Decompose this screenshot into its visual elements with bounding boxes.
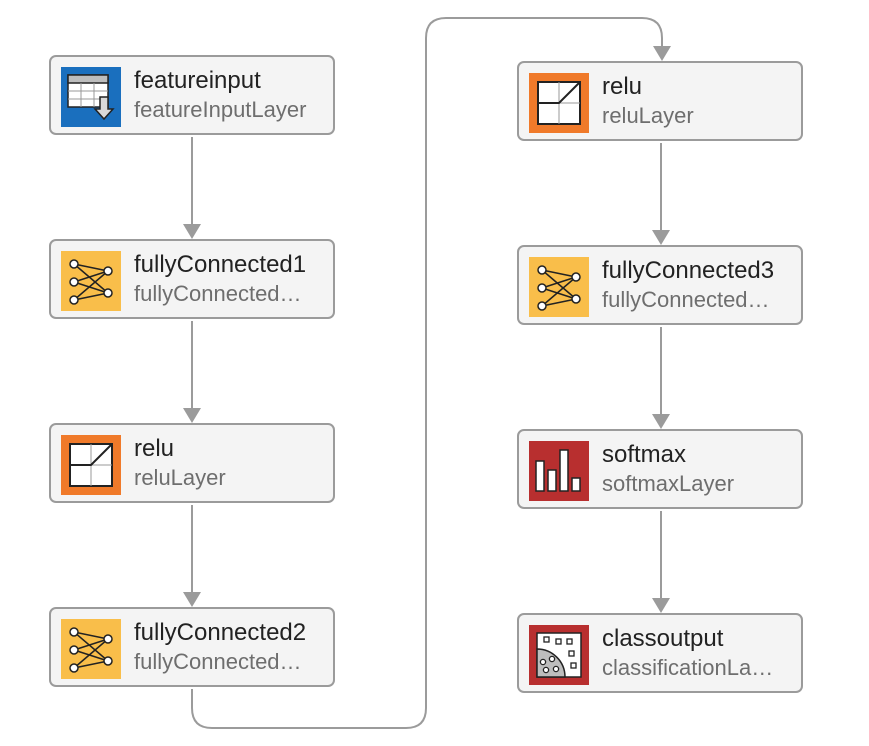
relu-icon	[529, 73, 589, 133]
layer-node-featureinput[interactable]: featureinput featureInputLayer	[49, 55, 335, 135]
layer-node-relu-1[interactable]: relu reluLayer	[49, 423, 335, 503]
layer-type: reluLayer	[134, 465, 226, 490]
layer-node-classoutput[interactable]: classoutput classificationLa…	[517, 613, 803, 693]
layer-type: reluLayer	[602, 103, 694, 128]
layer-name: relu	[134, 435, 175, 462]
layer-type: fullyConnected…	[134, 281, 302, 306]
layer-type: softmaxLayer	[602, 471, 735, 496]
arrowhead-4	[653, 46, 671, 61]
fully-connected-icon	[529, 257, 589, 317]
relu-icon	[61, 435, 121, 495]
classification-icon	[529, 625, 589, 685]
layer-node-relu-2[interactable]: relu reluLayer	[517, 61, 803, 141]
layer-name: featureinput	[134, 67, 261, 94]
layer-node-softmax[interactable]: softmax softmaxLayer	[517, 429, 803, 509]
layer-name: fullyConnected3	[602, 257, 775, 284]
layer-node-fullyconnected2[interactable]: fullyConnected2 fullyConnected…	[49, 607, 335, 687]
arrowhead-6	[652, 414, 670, 429]
fully-connected-icon	[61, 251, 121, 311]
arrowhead-7	[652, 598, 670, 613]
layer-name: classoutput	[602, 625, 724, 652]
arrowhead-1	[183, 224, 201, 239]
arrowhead-5	[652, 230, 670, 245]
layer-name: relu	[602, 73, 643, 100]
layer-name: fullyConnected2	[134, 619, 307, 646]
edge-4	[191, 17, 663, 729]
layer-name: fullyConnected1	[134, 251, 307, 278]
layer-type: featureInputLayer	[134, 97, 307, 122]
feature-input-icon	[61, 67, 121, 127]
fully-connected-icon	[61, 619, 121, 679]
arrowhead-3	[183, 592, 201, 607]
layer-node-fullyconnected1[interactable]: fullyConnected1 fullyConnected…	[49, 239, 335, 319]
layer-type: fullyConnected…	[134, 649, 302, 674]
layer-name: softmax	[602, 441, 687, 468]
layer-type: classificationLa…	[602, 655, 774, 680]
arrowhead-2	[183, 408, 201, 423]
softmax-icon	[529, 441, 589, 501]
layer-node-fullyconnected3[interactable]: fullyConnected3 fullyConnected…	[517, 245, 803, 325]
layer-type: fullyConnected…	[602, 287, 770, 312]
